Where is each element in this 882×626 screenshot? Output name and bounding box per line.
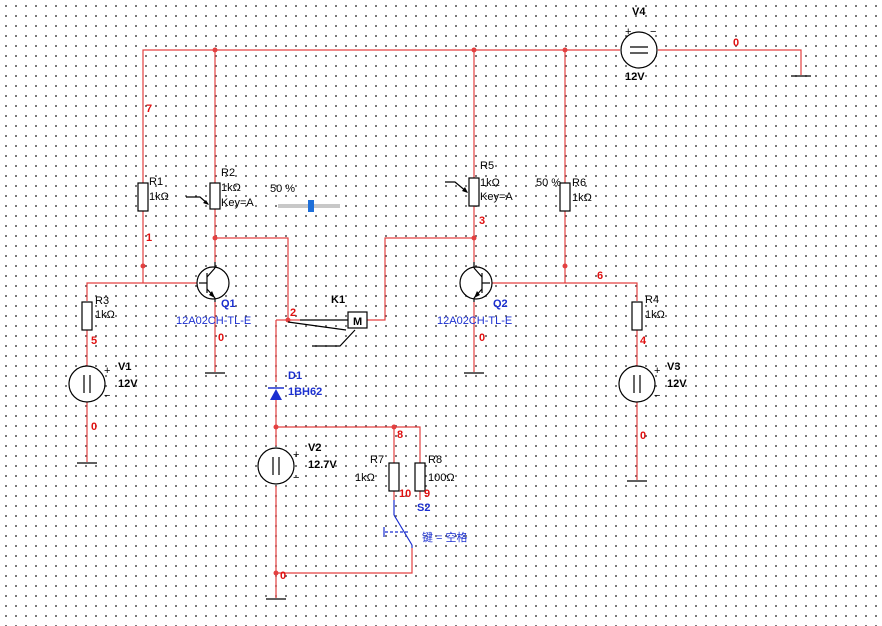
v2-source[interactable]: + − V2 12.7V xyxy=(257,442,337,485)
r4-name: R4 xyxy=(645,294,659,306)
s2-switch[interactable]: S2 键 = 空格 xyxy=(383,502,468,548)
net-8: 8 xyxy=(397,429,403,441)
v3-value: 12V xyxy=(667,378,687,390)
v4-minus: − xyxy=(650,26,656,38)
net-6: 6 xyxy=(597,270,603,282)
q1-model: 12A02CH-TL-E xyxy=(176,315,251,327)
net-3: 3 xyxy=(479,215,485,227)
net-0-v3: 0 xyxy=(640,430,646,442)
r8-name: R8 xyxy=(428,454,442,466)
s2-name: S2 xyxy=(417,502,430,514)
r3-resistor[interactable]: R3 1kΩ xyxy=(81,295,115,331)
net-1: 1 xyxy=(146,232,152,244)
r2-percent: 50 % xyxy=(270,183,295,195)
r4-resistor[interactable]: R4 1kΩ xyxy=(631,294,665,331)
r5-name: R5 xyxy=(480,160,494,172)
v4-plus: + xyxy=(625,26,631,38)
net-9: 9 xyxy=(424,488,430,500)
r1-resistor[interactable]: R1 1kΩ xyxy=(137,176,169,212)
v4-value: 12V xyxy=(625,71,645,83)
q1-transistor[interactable]: Q1 12A02CH-TL-E xyxy=(176,262,251,327)
r1-name: R1 xyxy=(149,176,163,188)
r6-value: 1kΩ xyxy=(572,192,592,204)
wires xyxy=(86,49,802,598)
r8-resistor[interactable]: R8 100Ω xyxy=(414,454,455,492)
r7-name: R7 xyxy=(370,454,384,466)
net-2: 2 xyxy=(290,307,296,319)
q2-name: Q2 xyxy=(493,298,508,310)
v4-name: V4 xyxy=(632,6,646,18)
d1-name: D1 xyxy=(288,370,302,382)
v3-source[interactable]: + − V3 12V xyxy=(618,361,687,403)
s2-key: 键 = 空格 xyxy=(422,530,468,544)
k1-name: K1 xyxy=(331,294,345,306)
r5-potentiometer[interactable]: R5 1kΩ Key=A xyxy=(445,160,513,207)
v3-plus: + xyxy=(654,365,660,377)
net-0-q2: 0 xyxy=(479,332,485,344)
q2-model: 12A02CH-TL-E xyxy=(437,315,512,327)
r5-value: 1kΩ xyxy=(480,177,500,189)
net-4: 4 xyxy=(640,335,647,347)
v2-name: V2 xyxy=(308,442,321,454)
q2-transistor[interactable]: Q2 12A02CH-TL-E xyxy=(437,262,512,327)
v1-plus: + xyxy=(104,365,110,377)
r5-key: Key=A xyxy=(480,191,513,203)
r3-name: R3 xyxy=(95,295,109,307)
v1-source[interactable]: + − V1 12V xyxy=(68,361,138,403)
r6-name: R6 xyxy=(572,177,586,189)
v3-name: V3 xyxy=(667,361,680,373)
r8-value: 100Ω xyxy=(428,472,455,484)
s2-return-wire xyxy=(276,548,413,574)
v3-minus: − xyxy=(654,390,660,402)
r7-resistor[interactable]: R7 1kΩ xyxy=(355,454,400,492)
v1-minus: − xyxy=(104,390,110,402)
r2-slider-thumb[interactable] xyxy=(308,200,314,212)
net-7: 7 xyxy=(146,103,152,115)
r4-value: 1kΩ xyxy=(645,309,665,321)
v1-value: 12V xyxy=(118,378,138,390)
k1-relay[interactable]: M K1 xyxy=(287,294,368,347)
junctions xyxy=(140,47,568,576)
v2-plus: + xyxy=(293,449,299,461)
net-0-q1: 0 xyxy=(218,332,224,344)
r2-key: Key=A xyxy=(221,197,254,209)
r1-value: 1kΩ xyxy=(149,191,169,203)
r2-slider[interactable] xyxy=(278,200,340,212)
net-labels: 0 7 1 5 0 0 2 3 0 6 4 0 8 10 9 0 xyxy=(91,37,739,582)
d1-diode[interactable]: D1 1BH62 xyxy=(268,370,322,400)
r2-value: 1kΩ xyxy=(221,182,241,194)
v2-value: 12.7V xyxy=(308,459,337,471)
v2-minus: − xyxy=(293,472,299,484)
d1-model: 1BH62 xyxy=(288,386,322,398)
q1-name: Q1 xyxy=(221,298,236,310)
net-0-bottom: 0 xyxy=(280,570,286,582)
net-5: 5 xyxy=(91,335,97,347)
r6-percent: 50 % xyxy=(536,177,561,189)
r7-value: 1kΩ xyxy=(355,472,375,484)
v4-source[interactable]: + − V4 12V xyxy=(620,6,658,83)
r3-value: 1kΩ xyxy=(95,309,115,321)
k1-coil: M xyxy=(353,316,362,328)
net-0-v1: 0 xyxy=(91,421,97,433)
r6-resistor[interactable]: R6 1kΩ 50 % xyxy=(536,177,592,212)
net-10: 10 xyxy=(399,488,411,500)
net-0-top: 0 xyxy=(733,37,739,49)
r2-name: R2 xyxy=(221,167,235,179)
r2-potentiometer[interactable]: R2 1kΩ Key=A 50 % xyxy=(186,167,295,210)
v1-name: V1 xyxy=(118,361,131,373)
